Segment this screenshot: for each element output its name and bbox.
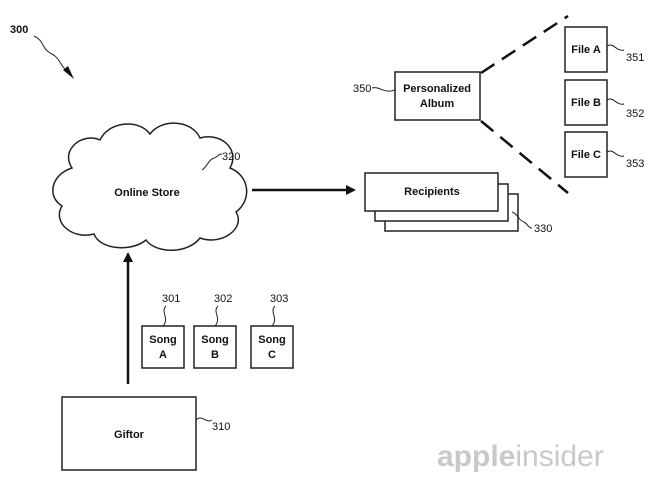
giftor-label: Giftor: [114, 429, 145, 441]
personalized-album-label-line1: Personalized: [403, 83, 471, 95]
song-b-ref: 302: [214, 293, 232, 305]
online-store-ref-leader: [201, 153, 223, 171]
recipients-label: Recipients: [404, 186, 460, 198]
svg-text:appleinsider: appleinsider: [437, 440, 604, 473]
file-c-ref-leader: [606, 150, 625, 157]
song-a-label-line1: Song: [149, 334, 177, 346]
recipients-ref: 330: [534, 223, 552, 235]
file-c-box: [564, 131, 608, 178]
personalized-album-box: [394, 71, 481, 121]
song-a-ref: 301: [162, 293, 180, 305]
online-store-cloud: [52, 122, 248, 251]
song-b-box: [193, 325, 237, 369]
watermark-part-insider: insider: [515, 440, 603, 473]
giftor-ref-leader: [195, 417, 213, 422]
recipients-ref-leader: [511, 211, 533, 229]
song-a-label-line2: A: [159, 349, 167, 361]
figure-number: 300: [10, 24, 28, 36]
file-a-ref-leader: [606, 44, 625, 51]
personalized-album-ref: 350: [353, 83, 371, 95]
figure-number-leader: [33, 35, 69, 73]
appleinsider-watermark: appleinsider: [437, 440, 604, 473]
file-b-ref-leader: [606, 98, 625, 105]
song-c-ref-leader: [271, 305, 276, 327]
file-a-ref: 351: [626, 52, 644, 64]
song-b-ref-leader: [214, 305, 219, 327]
song-c-label-line1: Song: [258, 334, 286, 346]
file-c-label: File C: [571, 149, 601, 161]
album-expand-line-bottom: [480, 120, 569, 194]
online-store-ref: 320: [222, 151, 240, 163]
file-c-ref: 353: [626, 158, 644, 170]
album-expand-line-top: [480, 14, 569, 75]
song-c-ref: 303: [270, 293, 288, 305]
file-b-ref: 352: [626, 108, 644, 120]
giftor-box: [61, 396, 197, 471]
personalized-album-ref-leader: [371, 87, 396, 92]
file-a-box: [564, 26, 608, 73]
giftor-ref: 310: [212, 421, 230, 433]
figure-number-arrowhead: [63, 66, 74, 79]
song-a-box: [141, 325, 185, 369]
song-b-label-line2: B: [211, 349, 219, 361]
personalized-album-label-line2: Album: [420, 98, 454, 110]
recipients-stack: [364, 172, 519, 232]
online-store-label: Online Store: [114, 187, 179, 199]
song-c-box: [250, 325, 294, 369]
song-b-label-line1: Song: [201, 334, 229, 346]
watermark-part-apple: apple: [437, 440, 515, 473]
file-b-label: File B: [571, 97, 601, 109]
song-a-ref-leader: [162, 305, 167, 327]
file-a-label: File A: [571, 44, 601, 56]
song-c-label-line2: C: [268, 349, 276, 361]
file-b-box: [564, 79, 608, 126]
